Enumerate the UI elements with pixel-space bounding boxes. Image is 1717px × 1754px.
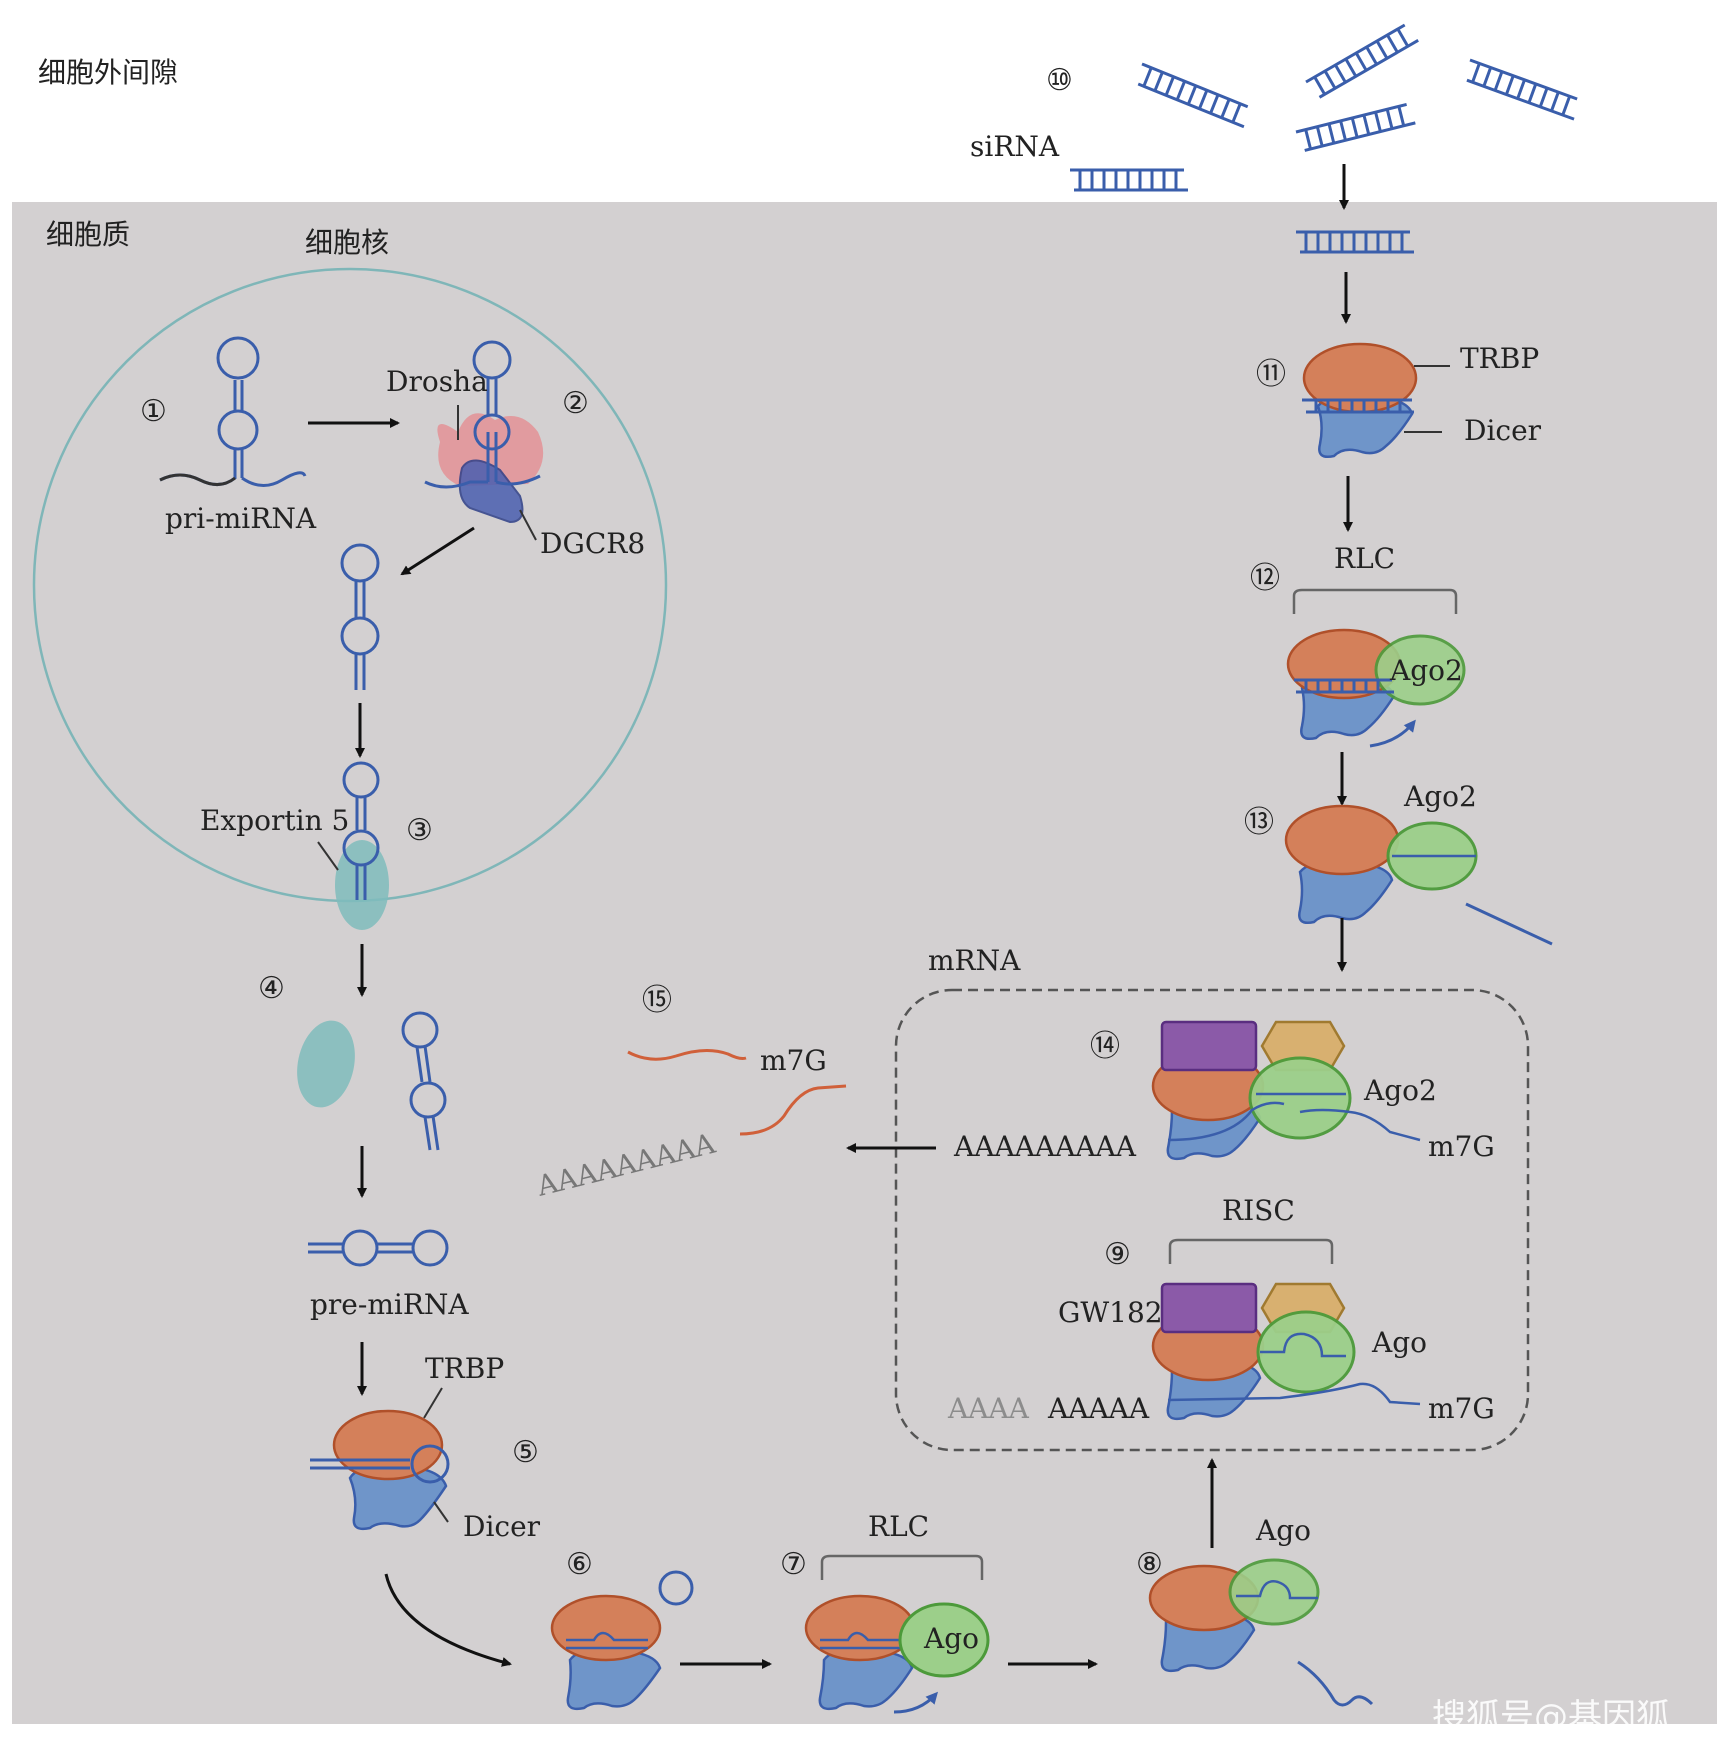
dicer-pointer-5 [433,1501,449,1523]
cytoplasmic-pre-mirna [308,1229,449,1267]
ago2-label-12: Ago2 [1389,654,1463,687]
step-11-marker: ⑪ [1256,357,1286,392]
ago2-label-13: Ago2 [1403,780,1477,813]
mature-risc-13 [1284,804,1478,924]
polya-faded-9: AAAA [947,1392,1030,1425]
polya-9: AAAAA [1047,1392,1150,1425]
ago2-label-14: Ago2 [1363,1074,1437,1107]
risc-label: RISC [1222,1194,1295,1227]
rlc-label-7: RLC [868,1510,929,1543]
pri-mirna-label: pri-miRNA [165,502,317,535]
step-9-marker: ⑨ [1104,1237,1131,1272]
released-loop-6 [658,1570,694,1606]
m7g-label-15: m7G [760,1044,827,1077]
step-1-marker: ① [140,394,167,429]
risc-bracket [1168,1238,1334,1264]
sirna-duplexes [1070,23,1578,254]
passenger-strand-13 [1465,902,1553,946]
rlc-complex-7 [804,1594,990,1711]
exportin5-protein [335,840,389,930]
step-14-marker: ⑭ [1090,1029,1120,1064]
ago-label-9: Ago [1371,1326,1427,1359]
extracellular-label: 细胞外间隙 [38,56,178,89]
risc-complex-9 [1151,1282,1421,1421]
trbp-pointer-5 [423,1387,443,1419]
cleaved-mrna-fragment-5p [627,1049,747,1061]
ago-label-8: Ago [1255,1514,1311,1547]
risc-loading-complex-8 [1148,1558,1320,1673]
sirna-label: siRNA [970,130,1060,163]
ago-recruit-arrow-7 [893,1691,938,1714]
ago-label-7: Ago [923,1622,979,1655]
step-15-marker: ⑮ [642,983,672,1018]
trbp-label-5: TRBP [425,1352,504,1385]
extracellular-space [0,0,1717,202]
rlc-label-12: RLC [1334,542,1395,575]
nucleus-label: 细胞核 [305,226,389,259]
polya-14: AAAAAAAAA [953,1130,1137,1163]
step-5-marker: ⑤ [512,1435,539,1470]
pre-mirna-label: pre-miRNA [310,1288,469,1321]
trbp-label-11: TRBP [1460,342,1539,375]
dicer-label-11: Dicer [1464,414,1542,447]
drosha-bound-rna [424,340,541,489]
step-13-marker: ⑬ [1244,805,1274,840]
cytoplasm-label: 细胞质 [46,218,130,251]
nucleus-membrane [32,267,668,903]
dicer-trbp-complex-6 [550,1594,662,1711]
step-6-marker: ⑥ [566,1547,593,1582]
step-12-marker: ⑫ [1250,561,1280,596]
exportin5-label: Exportin 5 [200,804,349,837]
mrna-label: mRNA [928,944,1021,977]
pri-mirna-hairpin [159,336,307,487]
step-7-marker: ⑦ [780,1547,807,1582]
step-3-marker: ③ [406,813,433,848]
m7g-label-9: m7G [1428,1392,1495,1425]
watermark: 搜狐号@基因狐 [1432,1697,1670,1737]
dicer-trbp-complex-5 [310,1409,450,1531]
passenger-strand-8 [1297,1660,1374,1707]
rlc-bracket-7 [820,1554,984,1580]
ago2-recruit-arrow-12 [1369,719,1416,748]
released-pre-mirna [401,1011,447,1151]
cleaved-mrna-fragment-3p [739,1084,847,1136]
arrow-5-to-6 [384,1573,512,1667]
drosha-label: Drosha [386,365,488,398]
dgcr8-label: DGCR8 [540,527,645,560]
dicer-label-5: Dicer [463,1510,541,1543]
mrna-target-box [894,988,1530,1452]
ago2-cleavage-complex-14 [1151,1020,1421,1161]
dgcr8-pointer [519,509,537,541]
released-exportin5 [297,1020,355,1108]
step-2-marker: ② [562,386,589,421]
exportin5-pointer [317,841,339,871]
rlc-bracket-12 [1292,588,1458,614]
gw182-label: GW182 [1058,1296,1163,1329]
step-8-marker: ⑧ [1136,1547,1163,1582]
step-10-marker: ⑩ [1046,63,1073,98]
step-4-marker: ④ [258,971,285,1006]
arrow-2-to-pre [400,526,475,576]
rlc-complex-12 [1286,628,1466,740]
exported-pre-mirna [342,761,380,900]
dicer-trbp-complex-11 [1302,342,1418,458]
nuclear-pre-mirna [340,543,380,690]
m7g-label-14: m7G [1428,1130,1495,1163]
